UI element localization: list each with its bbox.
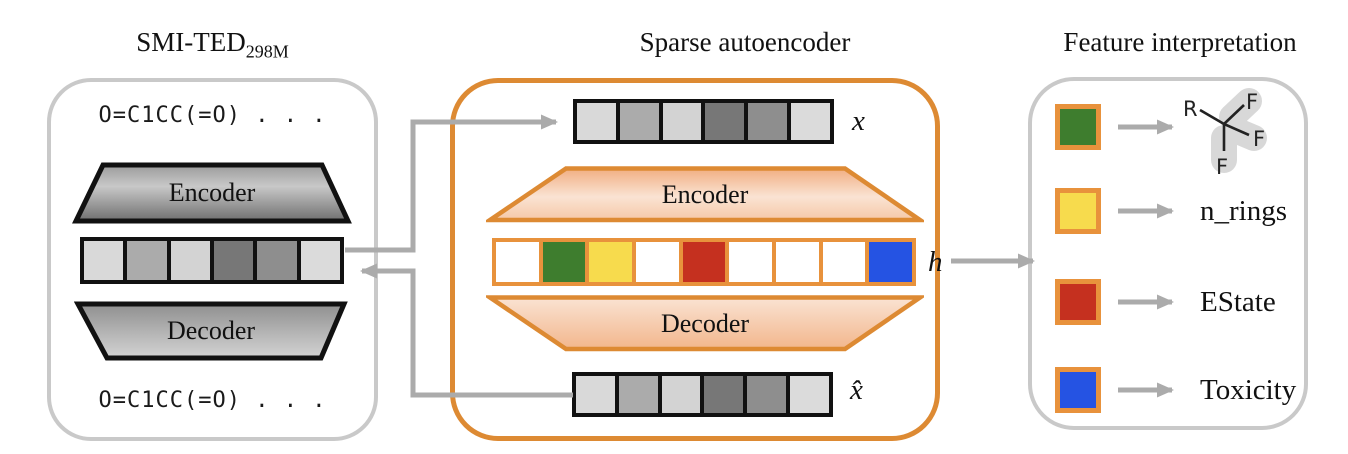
- vector-cell: [300, 241, 340, 280]
- vector-cell: [729, 242, 773, 282]
- vector-cell: [576, 376, 615, 413]
- vector-cell: [747, 376, 787, 413]
- sae-xhat-label: x̂: [850, 374, 863, 406]
- vector-cell: [619, 103, 659, 140]
- vector-cell: [170, 241, 210, 280]
- vector-cell: [127, 241, 167, 280]
- vector-cell: [589, 242, 633, 282]
- feature-label-nrings: n_rings: [1200, 194, 1287, 227]
- vector-cell: [791, 103, 830, 140]
- cf3-f3-atom: F: [1216, 155, 1228, 179]
- cf3-f1-atom: F: [1246, 90, 1258, 114]
- feature-swatch-toxicity: [1055, 367, 1101, 413]
- cf3-structure: R F F F: [1183, 88, 1267, 179]
- sae-reconstruction-vector: [572, 372, 833, 417]
- features-title: Feature interpretation: [1063, 27, 1297, 57]
- sae-x-label: x: [852, 105, 865, 137]
- vector-cell: [869, 242, 913, 282]
- sae-title: Sparse autoencoder: [639, 27, 851, 57]
- vector-cell: [636, 242, 679, 282]
- smited-latent-vector: [80, 237, 344, 284]
- vector-cell: [661, 376, 701, 413]
- sae-encoder-trapezoid: [486, 166, 924, 223]
- vector-cell: [577, 103, 616, 140]
- smiles-output-text: O=C1CC(=O) . . .: [98, 388, 327, 413]
- vector-cell: [662, 103, 702, 140]
- feature-swatch-estate: [1055, 279, 1101, 325]
- vector-cell: [84, 241, 124, 280]
- vector-cell: [790, 376, 829, 413]
- sae-input-vector: [573, 99, 834, 144]
- vector-cell: [496, 242, 539, 282]
- cf3-r-atom: R: [1183, 97, 1198, 121]
- vector-cell: [822, 242, 866, 282]
- vector-cell: [618, 376, 658, 413]
- vector-cell: [748, 103, 788, 140]
- vector-cell: [257, 241, 297, 280]
- smited-title-subscript: 298M: [245, 41, 289, 62]
- sae-decoder-trapezoid: [486, 295, 924, 352]
- feature-swatch-nrings: [1055, 188, 1101, 234]
- smited-decoder-trapezoid: [74, 301, 348, 361]
- smiles-input-text: O=C1CC(=O) . . .: [98, 103, 327, 128]
- cf3-bonds: [1199, 104, 1250, 151]
- vector-cell: [213, 241, 254, 280]
- feature-label-toxicity: Toxicity: [1200, 373, 1297, 406]
- smited-title: SMI-TED298M: [47, 26, 378, 67]
- cf3-f2-atom: F: [1253, 127, 1265, 151]
- vector-cell: [704, 376, 744, 413]
- smited-encoder-trapezoid: [72, 162, 352, 224]
- sae-hidden-vector: [492, 238, 916, 286]
- vector-cell: [776, 242, 819, 282]
- feature-label-estate: EState: [1200, 285, 1276, 318]
- vector-cell: [682, 242, 726, 282]
- vector-cell: [705, 103, 745, 140]
- feature-swatch-cf3: [1055, 104, 1101, 150]
- sae-h-label: h: [928, 245, 943, 278]
- vector-cell: [542, 242, 586, 282]
- smited-title-text: SMI-TED: [136, 27, 246, 57]
